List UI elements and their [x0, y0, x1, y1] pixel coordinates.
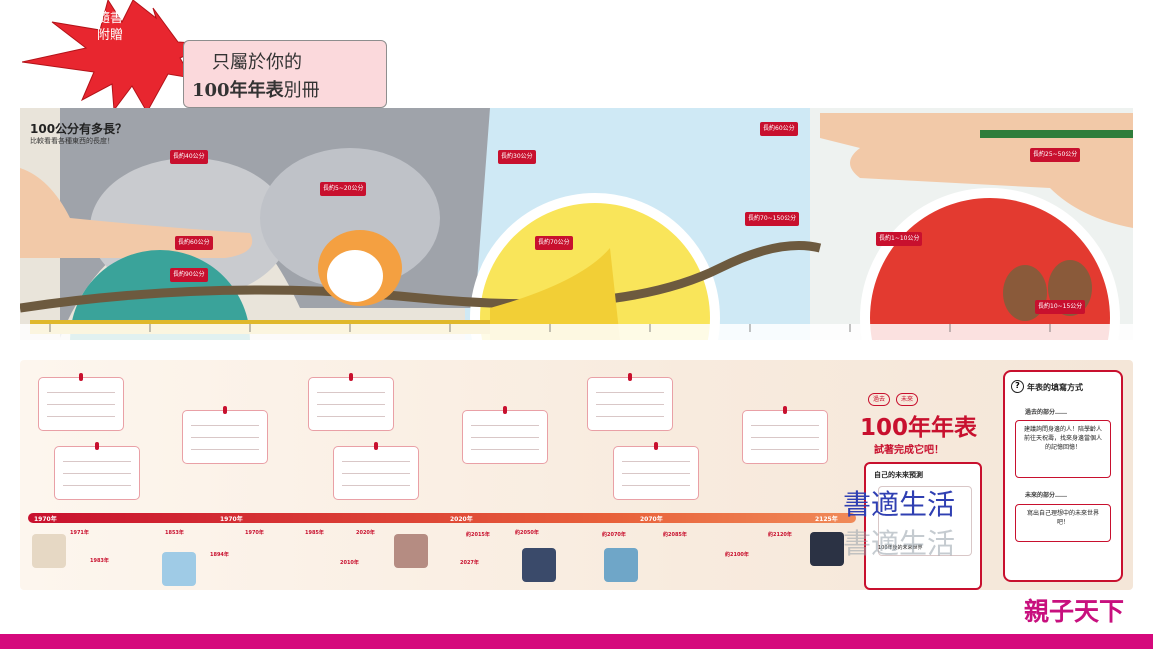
future-section-body: 寫出自己理想中的未來世界吧！ — [1015, 504, 1111, 542]
event-item: 1894年 — [210, 552, 229, 558]
event-item: 2010年 — [340, 560, 359, 566]
event-picture — [394, 534, 428, 568]
past-section-body: 建議詢問身邊的人！陪學齡人前往天祝壽，找來身邊當個人的記憶回憶！ — [1015, 420, 1111, 478]
future-prediction-box: 自己的未來預測 100年後的未來世界 — [864, 462, 982, 590]
event-item: 約2085年 — [663, 532, 687, 538]
event-item: 約2120年 — [768, 532, 792, 538]
ruler-illustration — [20, 108, 1133, 340]
future-box-title: 自己的未來預測 — [874, 471, 923, 479]
watermark-shadow-text: 書適生活 — [843, 527, 956, 560]
timeline-title: 100年年表 — [860, 415, 978, 441]
timeline-title-panel: 過去 未來 100年年表 試著完成它吧！ 自己的未來預測 100年後的未來世界 — [858, 370, 988, 590]
future-pill: 未來 — [896, 393, 919, 406]
question-icon: ? — [1011, 380, 1024, 393]
timeline-poster: 1970年 1970年 2020年 2070年 2125年 1971年 1983… — [20, 360, 1133, 590]
measure-tag: 長約30公分 — [498, 150, 536, 164]
timeline-label: 1970年 — [34, 516, 57, 523]
event-item: 約2100年 — [725, 552, 749, 558]
event-item: 1970年 — [245, 530, 264, 536]
measure-tag: 長約25~50公分 — [1030, 148, 1081, 162]
blank-card — [182, 406, 268, 464]
measure-tag: 長約60公分 — [175, 236, 213, 250]
event-picture — [810, 532, 844, 566]
measure-tag: 長約10~15公分 — [1035, 300, 1086, 314]
blank-card — [613, 442, 699, 500]
measure-tag: 長約70~150公分 — [745, 212, 800, 226]
event-item: 1971年 — [70, 530, 89, 536]
blank-card — [462, 406, 548, 464]
event-picture — [604, 548, 638, 582]
measure-tag: 長約90公分 — [170, 268, 208, 282]
how-to-panel: ? 年表的填寫方式 過去的部分…… 建議詢問身邊的人！陪學齡人前往天祝壽，找來身… — [1003, 370, 1123, 582]
timeline-label: 2125年 — [815, 516, 838, 523]
past-section-head: 過去的部分…… — [1025, 409, 1068, 416]
blank-card — [742, 406, 828, 464]
measure-tag: 長約1~10公分 — [876, 232, 923, 246]
blank-card — [54, 442, 140, 500]
timeline-bar — [28, 513, 856, 523]
ruler-poster: 100公分有多長？ 比較看看各種東西的長度！ 長約40公分 長約5~20公分 長… — [20, 108, 1133, 340]
event-picture — [32, 534, 66, 568]
label-line1: 只屬於你的 — [212, 52, 302, 73]
blank-card — [308, 373, 394, 431]
blank-card — [38, 373, 124, 431]
blank-card — [587, 373, 673, 431]
event-item: 約2050年 — [515, 530, 539, 536]
brand-logo: 親子天下 — [1024, 597, 1125, 626]
event-picture — [522, 548, 556, 582]
badge-label: 隨書 附贈 — [96, 11, 123, 43]
timeline-label: 2020年 — [450, 516, 473, 523]
event-picture — [162, 552, 196, 586]
ruler-title: 100公分有多長？ — [30, 122, 128, 136]
measure-tag: 長約5~20公分 — [320, 182, 367, 196]
timeline-label: 2070年 — [640, 516, 663, 523]
event-item: 2020年 — [356, 530, 375, 536]
event-item: 2027年 — [460, 560, 479, 566]
event-item: 約2070年 — [602, 532, 626, 538]
timeline-subtitle: 試著完成它吧！ — [874, 445, 944, 456]
event-item: 1853年 — [165, 530, 184, 536]
timeline-label: 1970年 — [220, 516, 243, 523]
watermark-text: 書適生活 — [843, 488, 956, 521]
measure-tag: 長約40公分 — [170, 150, 208, 164]
footer-bar — [0, 634, 1153, 649]
label-line2: 100年年表別冊 — [192, 80, 320, 101]
event-item: 約2015年 — [466, 532, 490, 538]
future-card — [878, 486, 972, 556]
future-card-label: 100年後的未來世界 — [878, 545, 923, 551]
supplement-label-box: 只屬於你的 100年年表別冊 — [183, 40, 387, 108]
event-item: 1983年 — [90, 558, 109, 564]
measure-tag: 長約60公分 — [760, 122, 798, 136]
blank-card — [333, 442, 419, 500]
how-to-title: 年表的填寫方式 — [1027, 383, 1083, 392]
past-pill: 過去 — [868, 393, 891, 406]
future-section-head: 未來的部分…… — [1025, 492, 1068, 499]
measure-tag: 長約70公分 — [535, 236, 573, 250]
ruler-subtitle: 比較看看各種東西的長度！ — [30, 137, 114, 145]
event-item: 1985年 — [305, 530, 324, 536]
